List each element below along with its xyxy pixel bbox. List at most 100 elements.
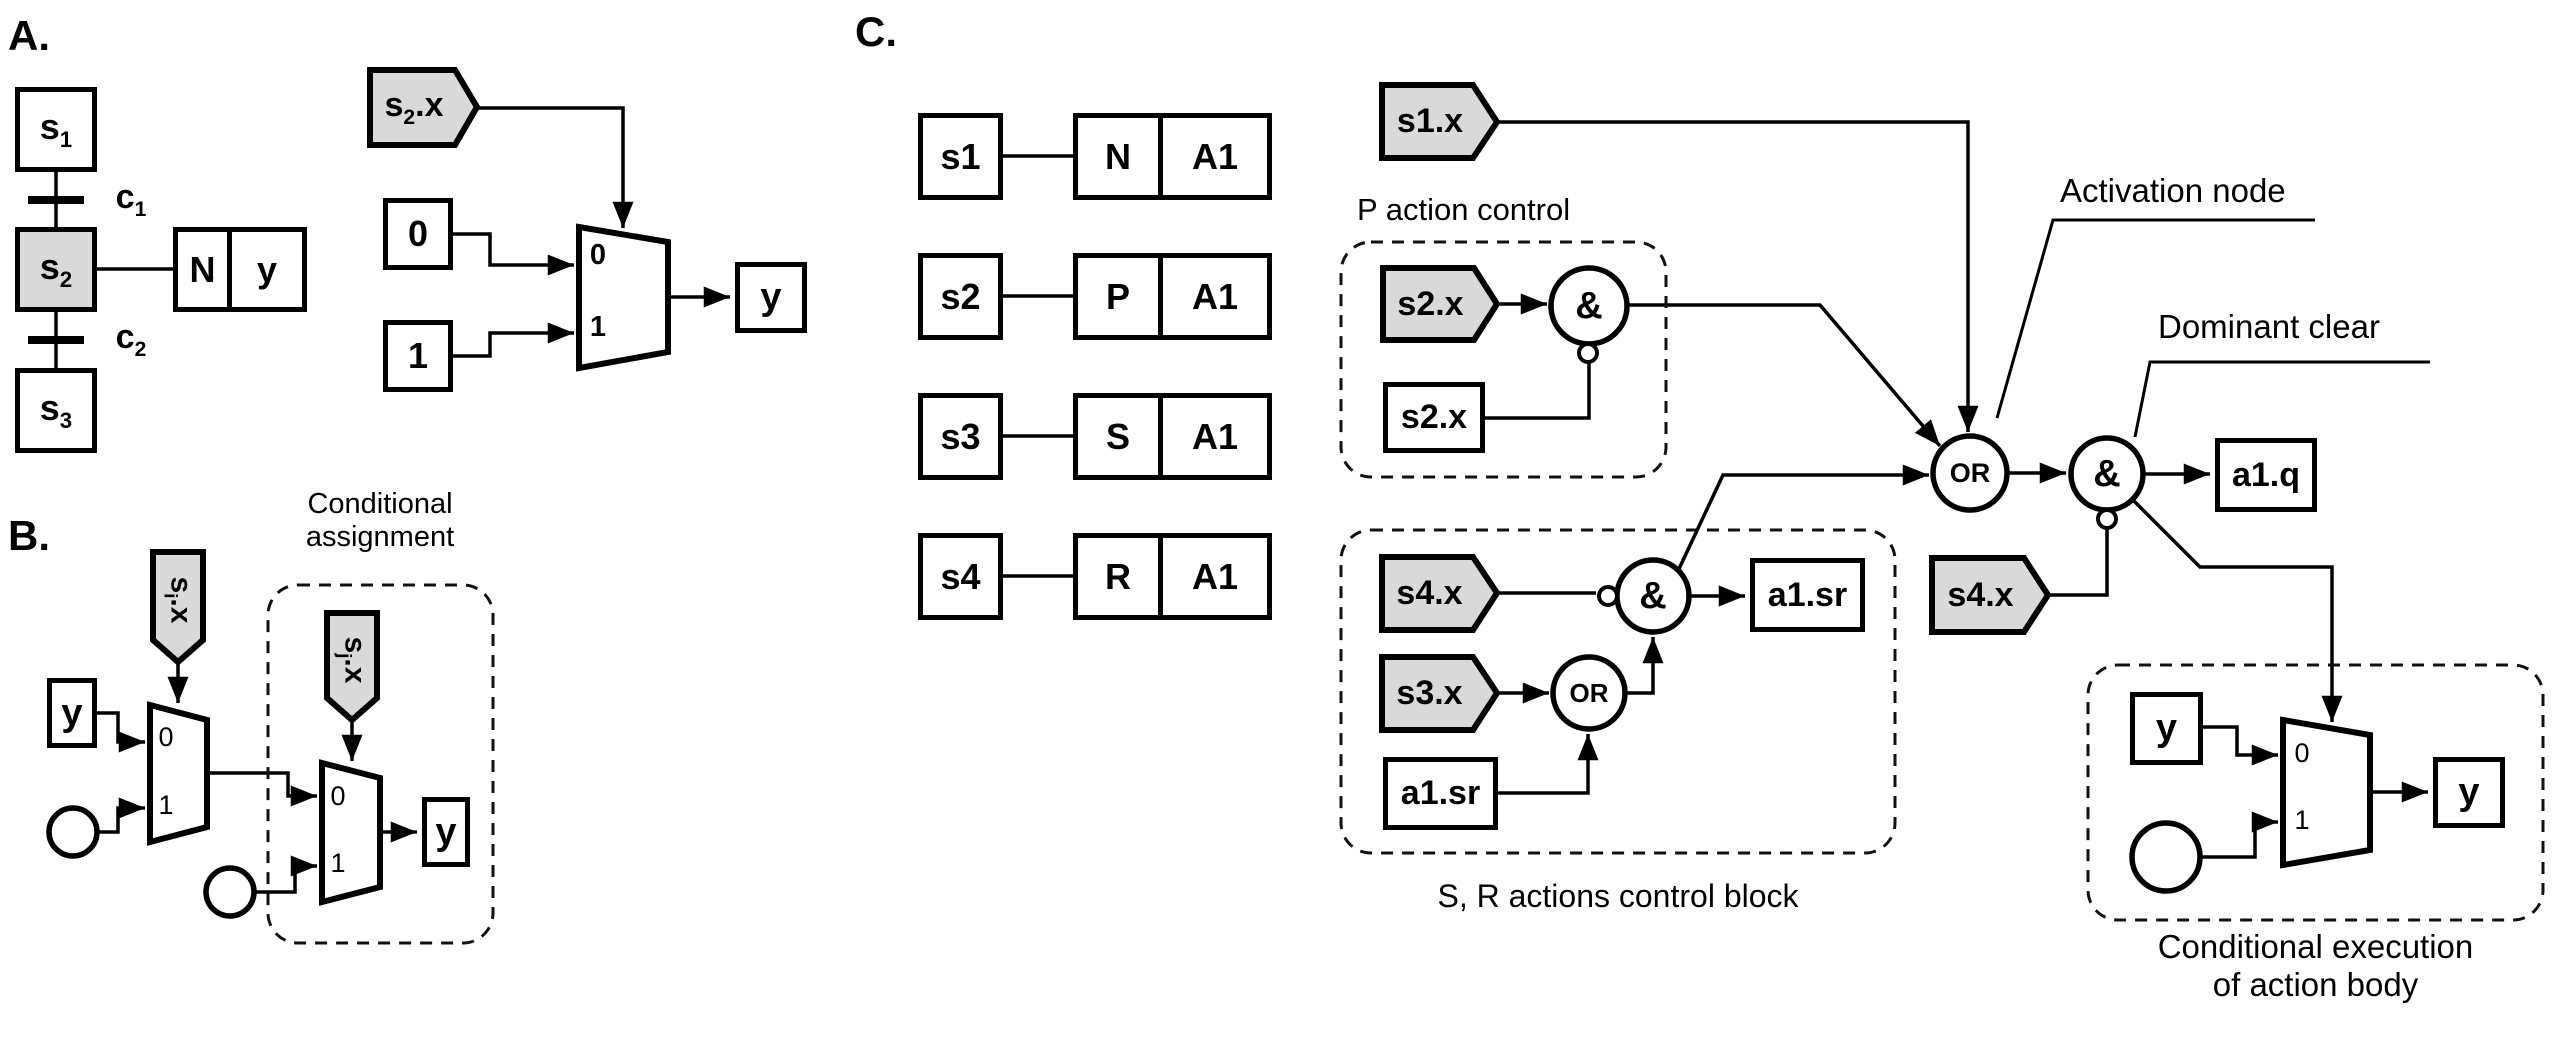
wire-s1x-to-or <box>1497 120 1979 432</box>
mux-b2-in0-label: 0 <box>330 780 346 811</box>
c-action-block-2: P A1 <box>1073 253 1272 340</box>
c-state-box-s2: s2 <box>918 253 1003 340</box>
wire-circle-to-exec-mux <box>2200 811 2278 859</box>
signal-b-sjx-label: sj.x <box>333 636 371 684</box>
signal-c-s3x-label: s3.x <box>1396 674 1463 712</box>
pentagon-b-six <box>150 549 206 666</box>
mux-b2 <box>319 759 383 906</box>
state-circle-c <box>2129 820 2203 894</box>
pentagon-c-s4x-block <box>1379 554 1501 633</box>
output-y-box-a: y <box>735 262 807 333</box>
mux-b1-in1-label: 1 <box>158 789 174 820</box>
signal-c-s4x-right-label: s4.x <box>1947 575 2014 614</box>
or-gate-sr <box>1550 654 1628 732</box>
qualifier-cell-2: P <box>1078 258 1163 335</box>
wire-sror-to-srand <box>1625 637 1664 695</box>
c-action-block-1: N A1 <box>1073 113 1272 200</box>
wire-const0-to-mux <box>453 232 574 276</box>
wire-circle2-to-mux2 <box>254 855 317 894</box>
qualifier-cell-4: R <box>1078 538 1163 615</box>
qualifier-cell-1: N <box>1078 118 1163 195</box>
signal-c-s2x-label: s2.x <box>1397 284 1464 323</box>
panel-b-wires <box>97 662 417 894</box>
action-cell-3: A1 <box>1191 415 1239 457</box>
conditional-assignment-caption: Conditional assignment <box>305 488 455 553</box>
mux-a-in0-label: 0 <box>589 238 607 271</box>
mux-c-in0-label: 0 <box>2294 737 2310 768</box>
dominant-clear-annotation: Dominant clear <box>2158 308 2380 345</box>
c-action-block-4: R A1 <box>1073 533 1272 620</box>
wire-s4x-to-and-bubble <box>2048 529 2109 597</box>
transition-c2-label: c2 <box>115 318 147 361</box>
state-s3-label: s3 <box>39 386 73 434</box>
leader-activation-node <box>1995 218 2315 419</box>
wire-a1sr-to-sror <box>1498 734 1599 795</box>
wire-y-to-mux1 <box>97 711 145 753</box>
panel-a-label: A. <box>8 12 50 59</box>
signal-pentagons <box>150 67 2052 733</box>
panel-b-label: B. <box>8 512 50 559</box>
signal-a-s2x-label: s2.x <box>384 85 444 129</box>
stored-a1sr-box: a1.sr <box>1383 757 1498 830</box>
pentagon-c-s1x <box>1379 82 1501 161</box>
panel-a-wires <box>28 106 730 368</box>
wire-y-to-exec-mux <box>2203 725 2278 766</box>
leader-dominant-clear <box>2133 360 2430 438</box>
bubble-sr-and <box>1597 585 1619 607</box>
signal-c-s4x-block-label: s4.x <box>1396 574 1463 612</box>
wire-and-to-exec-mux <box>2130 497 2343 722</box>
action-cell-1: A1 <box>1191 135 1239 177</box>
wire-const1-to-mux <box>453 322 574 358</box>
or-gate-main <box>1930 433 2010 513</box>
conditional-execution-caption: Conditional execution of action body <box>2157 928 2474 1003</box>
mux-c-in1-label: 1 <box>2294 804 2310 835</box>
c-state-box-s1: s1 <box>918 113 1003 200</box>
wire-s2x-stored-to-bubble <box>1485 363 1591 420</box>
signal-b-six-label: si.x <box>159 576 197 624</box>
p-action-control-box <box>1339 240 1668 479</box>
c-state-box-s3: s3 <box>918 393 1003 480</box>
state-box-s3: s3 <box>15 368 97 453</box>
action-cell-2: A1 <box>1191 275 1239 317</box>
and-gate-p-label: & <box>1575 284 1603 327</box>
const1-box: 1 <box>383 320 453 392</box>
transition-c1-label: c1 <box>115 178 147 221</box>
mux-a <box>576 223 671 372</box>
state-box-s1: s1 <box>15 87 97 172</box>
mux-b1-in0-label: 0 <box>158 721 174 752</box>
pentagon-c-s3x <box>1379 654 1501 733</box>
input-y-box-b: y <box>47 678 97 748</box>
inversion-bubbles <box>1577 342 2118 607</box>
conditional-execution-box <box>2086 663 2545 922</box>
mux-c <box>2280 716 2373 869</box>
wire-s2x-to-mux-select <box>477 106 634 228</box>
pentagon-c-s4x-right <box>1929 555 2052 635</box>
mux-shapes <box>147 223 2373 906</box>
or-gate-sr-label: OR <box>1569 677 1609 708</box>
action-variable-cell: y <box>256 248 278 290</box>
wire-mux1-to-mux2 <box>207 771 317 807</box>
stored-s2x-box: s2.x <box>1383 382 1485 453</box>
wire-pand-to-or <box>1627 303 1942 448</box>
bubble-p-and <box>1577 342 1599 364</box>
action-block-a: N y <box>173 227 307 312</box>
sr-block-title: S, R actions control block <box>1437 878 1799 914</box>
pentagon-a-s2x <box>367 67 481 148</box>
action-qualifier-cell: N <box>178 232 232 307</box>
bubble-main-and <box>2096 508 2118 530</box>
wire-circle1-to-mux1 <box>97 797 145 834</box>
pentagon-c-s2x <box>1380 265 1501 343</box>
signal-c-s1x-label: s1.x <box>1396 102 1464 140</box>
dashed-group-boxes <box>266 240 2545 945</box>
state-box-s2-active: s2 <box>15 227 97 312</box>
and-gate-sr-label: & <box>1639 574 1667 617</box>
qualifier-cell-3: S <box>1078 398 1163 475</box>
activation-node-annotation: Activation node <box>2060 172 2286 209</box>
exec-input-y-box: y <box>2130 692 2203 765</box>
state-circle-b1 <box>46 805 100 859</box>
action-cell-4: A1 <box>1191 555 1239 597</box>
wire-srand-to-main-or <box>1676 464 1929 572</box>
conditional-assignment-box <box>266 583 495 945</box>
